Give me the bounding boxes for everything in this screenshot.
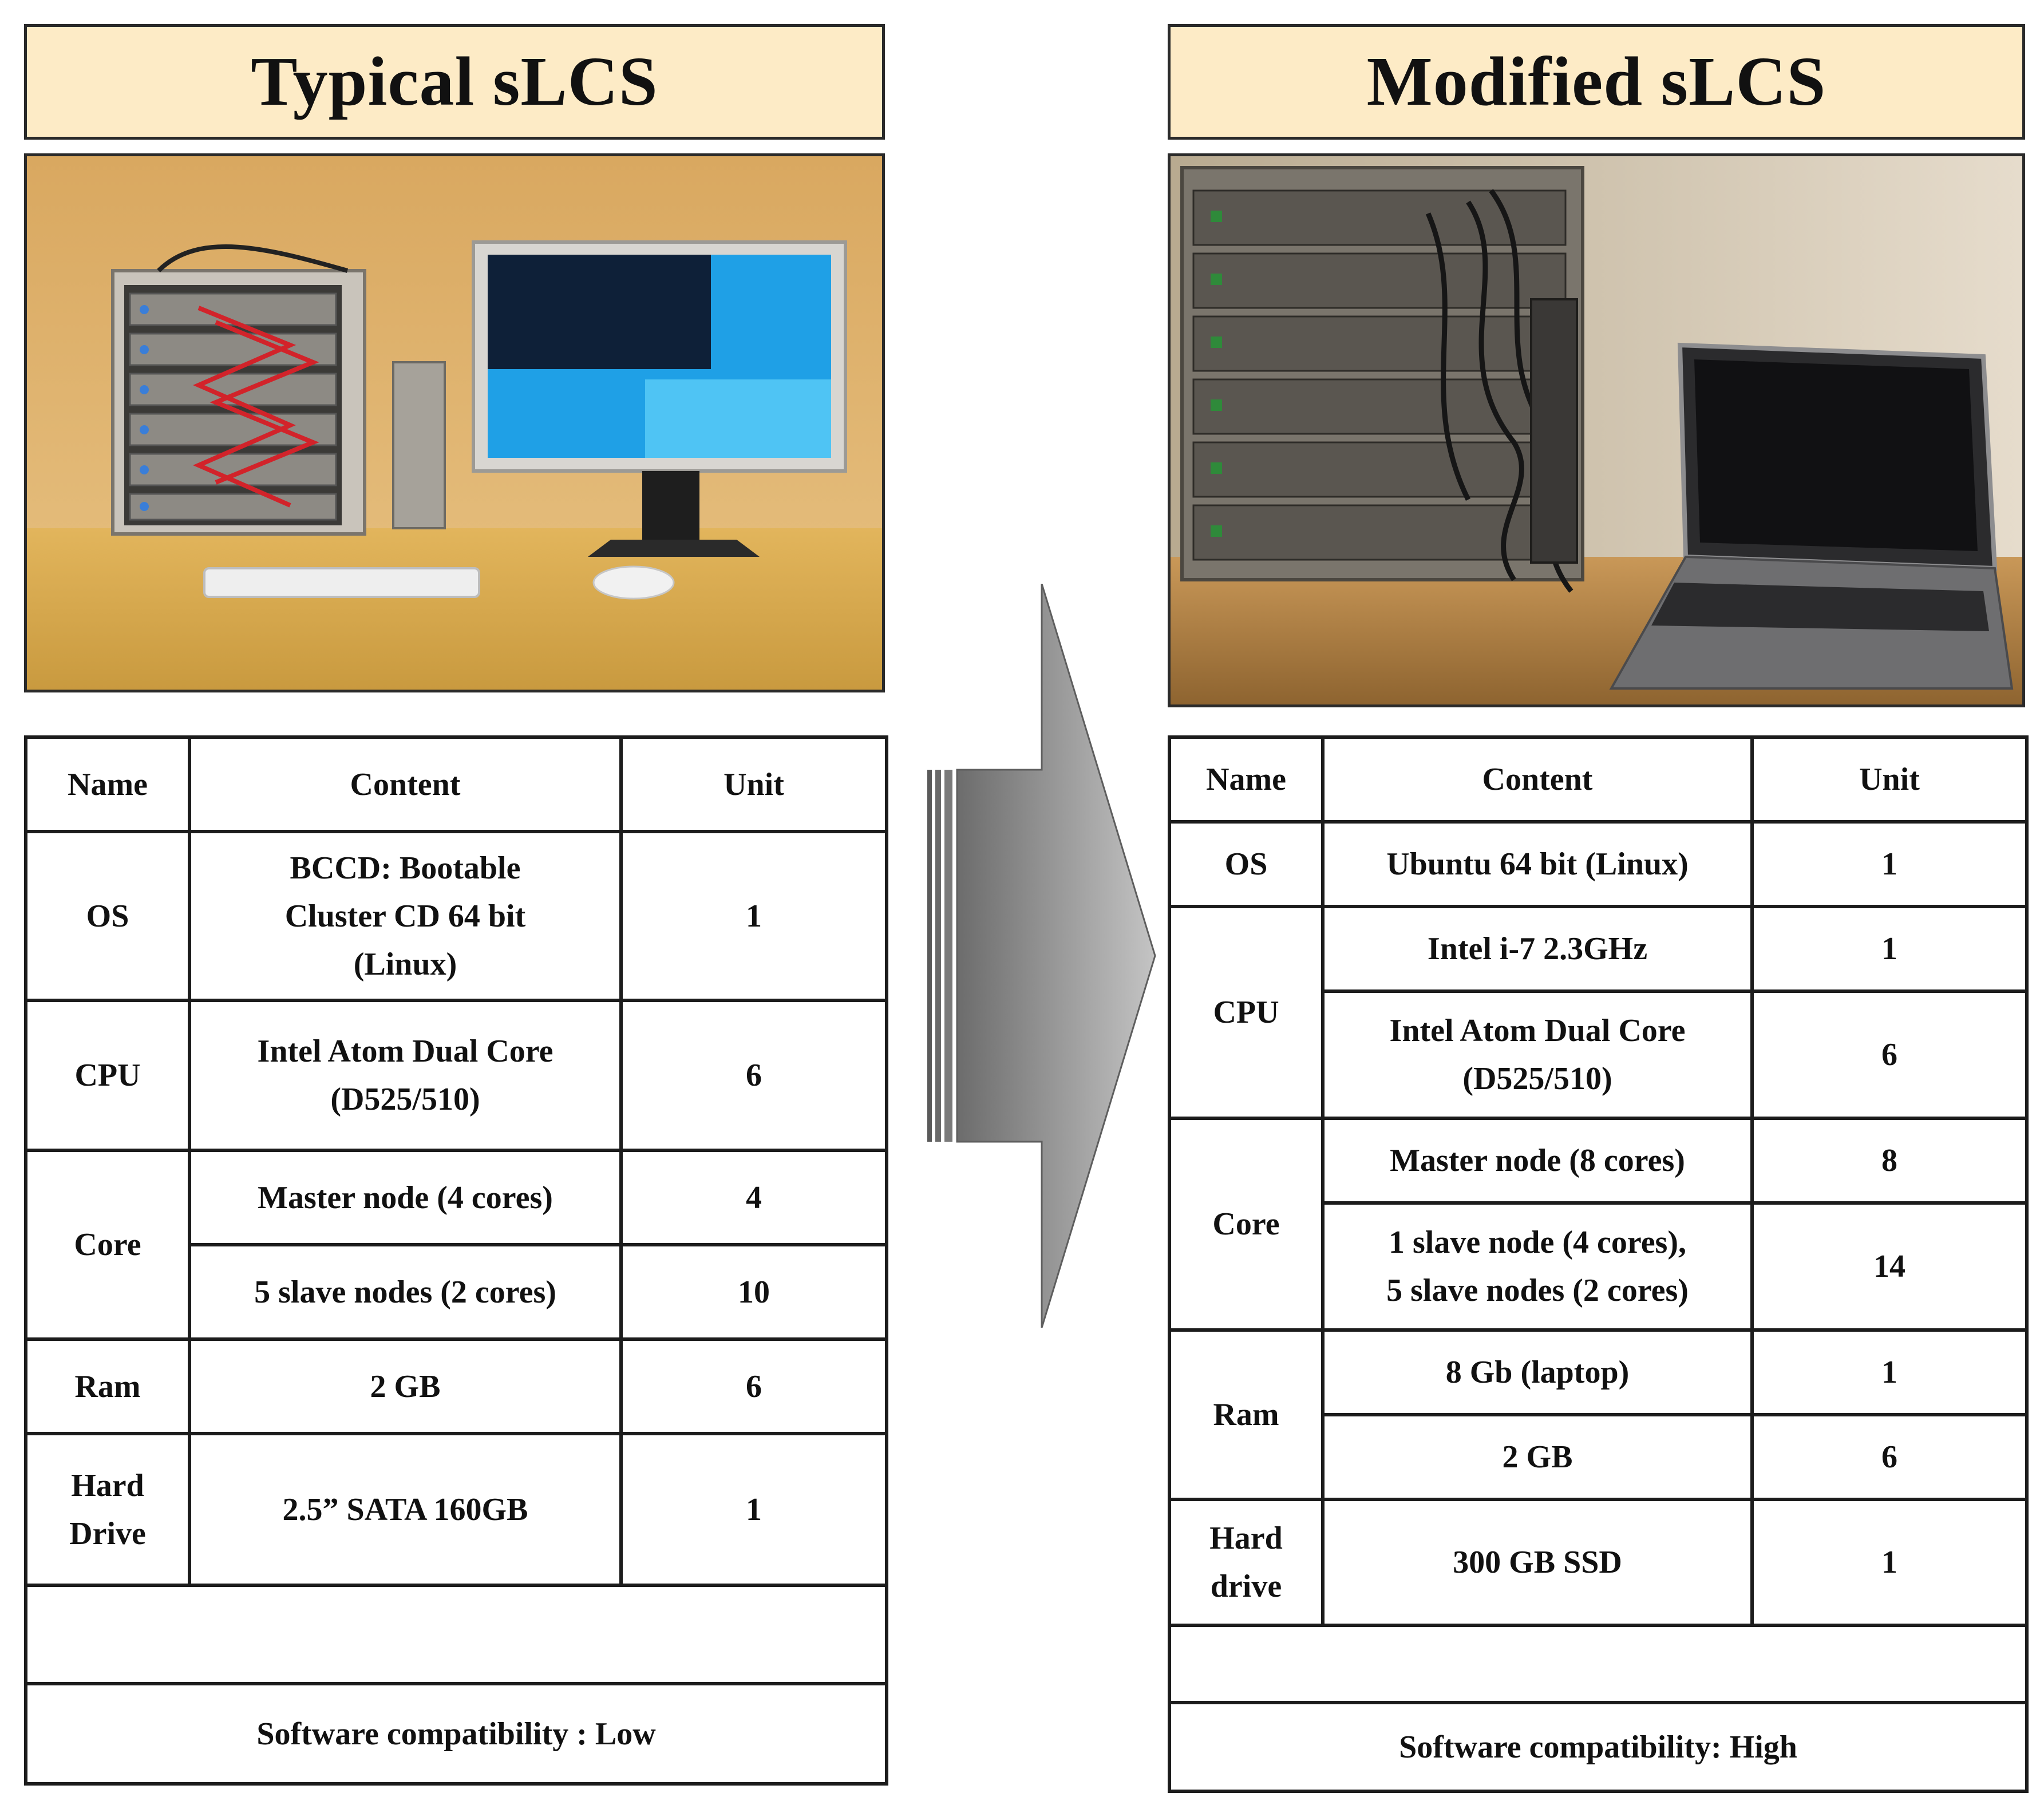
right-blank-cell [1168,1624,2029,1704]
arrow-stripe-3 [944,770,952,1142]
left-content-cpu-line1: Intel Atom Dual Core [257,1034,553,1069]
right-unit-core-master: 8 [1750,1117,2029,1205]
left-content-cpu: Intel Atom Dual Core (D525/510) [188,999,623,1152]
right-row-ram-2: 2 GB 6 [1169,1413,2029,1501]
right-content-ram-laptop: 8 Gb (laptop) [1321,1328,1754,1416]
left-header-unit: Unit [619,735,888,833]
left-row-ram: Ram 2 GB 6 [24,1337,888,1435]
right-content-cpu-i7: Intel i-7 2.3GHz [1321,905,1754,993]
right-content-cpu-atom-line1: Intel Atom Dual Core [1389,1013,1686,1048]
left-row-core-1: Core Master node (4 cores) 4 [24,1149,888,1341]
left-name-hard-drive: Hard Drive [24,1432,191,1587]
left-unit-hard-drive: 1 [619,1432,888,1587]
right-header-unit: Unit [1750,735,2029,824]
left-content-ram: 2 GB [188,1337,623,1435]
right-unit-ram-laptop: 1 [1750,1328,2029,1416]
right-row-cpu-2: Intel Atom Dual Core (D525/510) 6 [1169,989,2029,1120]
right-row-footer: Software compatibility: High [1168,1701,2029,1793]
left-content-os: BCCD: Bootable Cluster CD 64 bit (Linux) [188,830,623,1002]
left-photo-cluster-with-monitor [24,153,885,692]
left-row-os: OS BCCD: Bootable Cluster CD 64 bit (Lin… [24,830,888,1002]
right-content-core-master: Master node (8 cores) [1321,1117,1754,1205]
right-name-hard-drive-line2: drive [1210,1569,1282,1604]
right-name-cpu: CPU [1168,905,1325,1120]
right-unit-cpu-atom: 6 [1750,989,2029,1120]
left-unit-cpu: 6 [619,999,888,1152]
right-row-ram-1: Ram 8 Gb (laptop) 1 [1168,1328,2029,1501]
right-content-core-slave: 1 slave node (4 cores), 5 slave nodes (2… [1321,1201,1754,1332]
left-name-os: OS [24,830,191,1002]
right-row-core-1: Core Master node (8 cores) 8 [1168,1117,2029,1332]
transition-arrow [927,584,1156,1328]
right-spec-table: Name Content Unit OS Ubuntu 64 bit (Linu… [1168,735,2029,1793]
right-unit-core-slave: 14 [1750,1201,2029,1332]
right-row-core-2: 1 slave node (4 cores), 5 slave nodes (2… [1169,1201,2029,1332]
arrow-body [956,584,1156,1328]
right-photo-illustration [1171,156,2022,704]
left-content-cpu-line2: (D525/510) [330,1082,480,1117]
left-content-core-slave: 5 slave nodes (2 cores) [188,1243,623,1341]
right-header-row: Name Content Unit [1168,735,2029,824]
right-footer-compatibility: Software compatibility: High [1168,1701,2029,1793]
right-row-os: OS Ubuntu 64 bit (Linux) 1 [1168,820,2029,908]
left-row-cpu: CPU Intel Atom Dual Core (D525/510) 6 [24,999,888,1152]
left-unit-ram: 6 [619,1337,888,1435]
arrow-stripe-1 [927,770,932,1142]
left-content-core-master: Master node (4 cores) [188,1149,623,1246]
left-header-row: Name Content Unit [24,735,888,833]
left-unit-os: 1 [619,830,888,1002]
left-spec-table: Name Content Unit OS BCCD: Bootable Clus… [24,735,888,1786]
right-content-cpu-atom-line2: (D525/510) [1462,1061,1612,1097]
right-name-os: OS [1168,820,1325,908]
right-unit-cpu-i7: 1 [1750,905,2029,993]
right-row-cpu-1: CPU Intel i-7 2.3GHz 1 [1168,905,2029,1120]
left-content-os-line1: BCCD: Bootable [290,850,521,886]
left-content-os-line3: (Linux) [353,946,457,982]
left-name-ram: Ram [24,1337,191,1435]
left-blank-cell [24,1584,888,1685]
left-unit-core-master: 4 [619,1149,888,1246]
right-content-os: Ubuntu 64 bit (Linux) [1321,820,1754,908]
left-name-hard-drive-line1: Hard [71,1467,144,1503]
right-content-core-slave-line2: 5 slave nodes (2 cores) [1386,1273,1689,1308]
right-title: Modified sLCS [1168,24,2025,140]
left-photo-illustration [27,156,882,690]
left-header-name: Name [24,735,191,833]
left-name-core: Core [24,1149,191,1341]
left-row-core-2: 5 slave nodes (2 cores) 10 [26,1243,888,1341]
left-content-os-line2: Cluster CD 64 bit [284,898,526,934]
left-name-hard-drive-line2: Drive [69,1515,146,1551]
right-row-blank [1168,1624,2029,1704]
right-unit-hard-drive: 1 [1750,1498,2029,1627]
right-row-hard-drive: Hard drive 300 GB SSD 1 [1168,1498,2029,1627]
right-content-cpu-atom: Intel Atom Dual Core (D525/510) [1321,989,1754,1120]
right-name-core: Core [1168,1117,1325,1332]
left-content-hard-drive: 2.5” SATA 160GB [188,1432,623,1587]
right-content-hard-drive: 300 GB SSD [1321,1498,1754,1627]
right-name-hard-drive: Hard drive [1168,1498,1325,1627]
left-row-hard-drive: Hard Drive 2.5” SATA 160GB 1 [24,1432,888,1587]
right-photo-cluster-with-laptop [1168,153,2025,707]
right-name-ram: Ram [1168,1328,1325,1501]
right-unit-os: 1 [1750,820,2029,908]
right-name-hard-drive-line1: Hard [1209,1521,1283,1556]
right-content-core-slave-line1: 1 slave node (4 cores), [1389,1225,1686,1260]
left-footer-compatibility: Software compatibility : Low [24,1682,888,1786]
right-header-content: Content [1321,735,1754,824]
left-unit-core-slave: 10 [619,1243,888,1341]
left-title: Typical sLCS [24,24,885,140]
left-name-cpu: CPU [24,999,191,1152]
left-row-blank [24,1584,888,1685]
right-content-ram-nodes: 2 GB [1321,1413,1754,1501]
left-header-content: Content [188,735,623,833]
right-unit-ram-nodes: 6 [1750,1413,2029,1501]
arrow-stripe-2 [935,770,941,1142]
left-row-footer: Software compatibility : Low [24,1682,888,1786]
right-header-name: Name [1168,735,1325,824]
